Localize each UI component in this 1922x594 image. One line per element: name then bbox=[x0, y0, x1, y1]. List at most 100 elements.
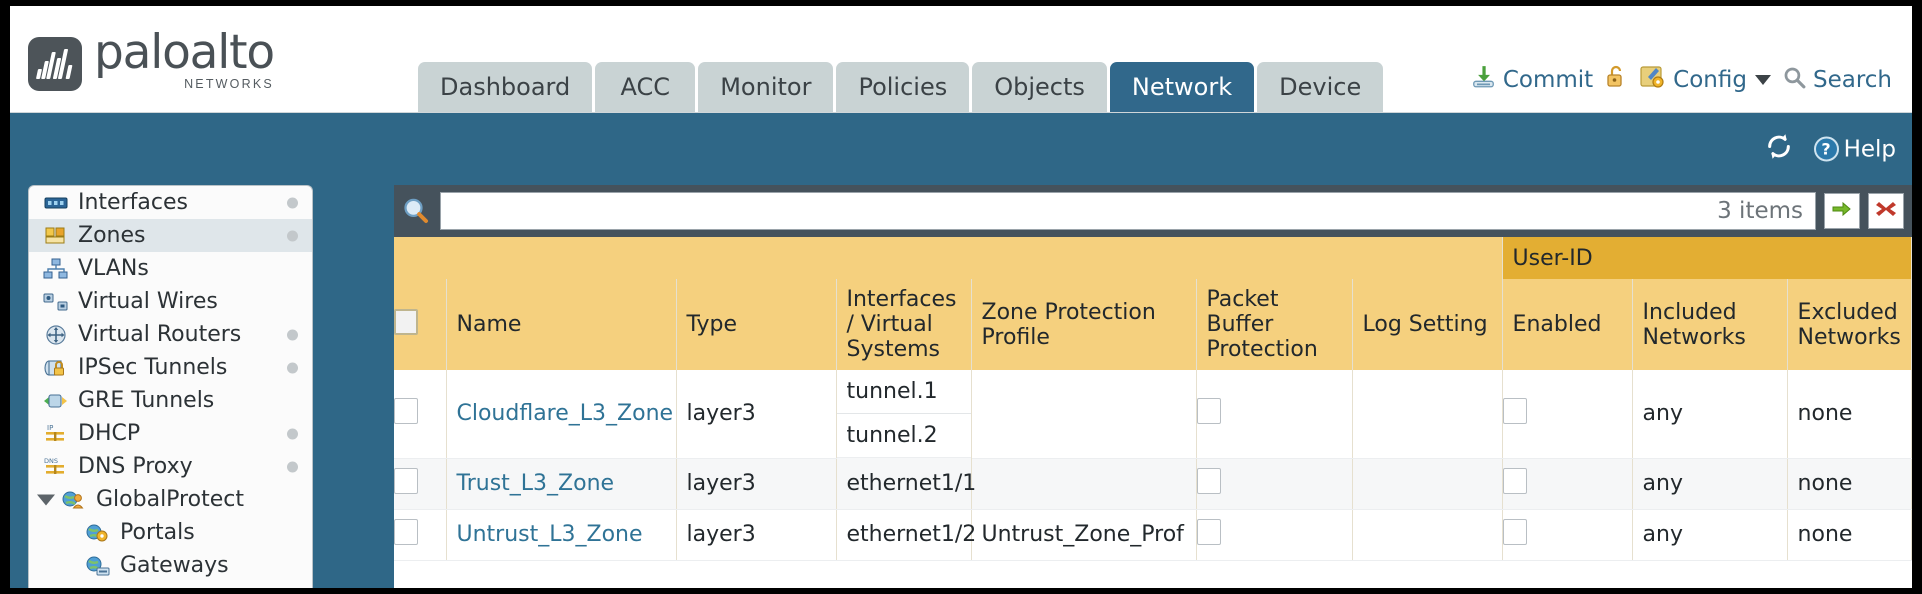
column-header-interfaces[interactable]: Interfaces / Virtual Systems bbox=[836, 279, 972, 370]
sidebar-label: IPSec Tunnels bbox=[78, 355, 228, 380]
userid-enabled-checkbox[interactable] bbox=[1502, 467, 1527, 494]
sidebar-item-globalprotect[interactable]: GlobalProtect bbox=[29, 483, 312, 516]
userid-enabled-checkbox[interactable] bbox=[1502, 518, 1527, 545]
select-all-header bbox=[394, 279, 447, 370]
tab-objects[interactable]: Objects bbox=[972, 62, 1107, 112]
interface-entry: tunnel.2 bbox=[836, 414, 971, 458]
brand-name: paloalto bbox=[94, 25, 275, 80]
row-checkbox[interactable] bbox=[394, 467, 418, 494]
column-header-type[interactable]: Type bbox=[676, 279, 837, 370]
column-header-packet-buffer[interactable]: Packet Buffer Protection bbox=[1196, 279, 1353, 370]
cell-packet-buffer bbox=[1196, 370, 1353, 459]
row-checkbox[interactable] bbox=[394, 397, 418, 424]
commit-button[interactable]: Commit bbox=[1470, 64, 1593, 96]
search-magnifier-icon[interactable] bbox=[400, 196, 432, 226]
tab-policies[interactable]: Policies bbox=[836, 62, 970, 112]
cell-name: Untrust_L3_Zone bbox=[446, 509, 677, 561]
cell-type: layer3 bbox=[676, 458, 837, 510]
userid-enabled-checkbox[interactable] bbox=[1502, 397, 1527, 424]
clear-filter-button[interactable] bbox=[1868, 193, 1904, 229]
cell-name: Cloudflare_L3_Zone bbox=[446, 370, 677, 459]
sidebar-label: DNS Proxy bbox=[78, 454, 193, 479]
cell-type: layer3 bbox=[676, 370, 837, 459]
sidebar-item-gre-tunnels[interactable]: GRE Tunnels bbox=[29, 384, 312, 417]
help-label: Help bbox=[1843, 136, 1896, 162]
palo-alto-web-interface: paloalto NETWORKS Dashboard ACC Monitor … bbox=[10, 6, 1912, 588]
sub-header-band: ? Help bbox=[10, 113, 1912, 185]
sidebar-item-ipsec-tunnels[interactable]: IPSec Tunnels bbox=[29, 351, 312, 384]
select-all-checkbox[interactable] bbox=[394, 308, 418, 335]
tab-monitor[interactable]: Monitor bbox=[698, 62, 834, 112]
cell-excluded-networks: none bbox=[1787, 509, 1912, 561]
row-select-cell bbox=[394, 458, 447, 510]
sidebar-label: Zones bbox=[78, 223, 146, 248]
packet-buffer-checkbox[interactable] bbox=[1196, 397, 1221, 424]
padlock-icon[interactable] bbox=[1604, 64, 1628, 96]
cell-excluded-networks: none bbox=[1787, 458, 1912, 510]
cell-userid-enabled bbox=[1502, 458, 1633, 510]
packet-buffer-checkbox[interactable] bbox=[1196, 467, 1221, 494]
column-header-zone-protection[interactable]: Zone Protection Profile bbox=[971, 279, 1197, 370]
band-actions: ? Help bbox=[1764, 133, 1896, 166]
chevron-down-icon[interactable] bbox=[1754, 75, 1771, 85]
column-header-excluded-networks[interactable]: Excluded Networks bbox=[1787, 279, 1912, 370]
sidebar-item-zones[interactable]: Zones bbox=[29, 219, 312, 252]
search-magnifier-icon bbox=[1782, 65, 1807, 96]
cell-type: layer3 bbox=[676, 509, 837, 561]
sidebar-item-interfaces[interactable]: Interfaces bbox=[29, 186, 312, 219]
column-header-log-setting[interactable]: Log Setting bbox=[1352, 279, 1503, 370]
body-area: Interfaces Zones bbox=[10, 185, 1912, 588]
packet-buffer-checkbox[interactable] bbox=[1196, 518, 1221, 545]
table-header-row: Name Type Interfaces / Virtual Systems Z… bbox=[394, 279, 1912, 370]
tab-acc[interactable]: ACC bbox=[595, 62, 696, 112]
column-header-name[interactable]: Name bbox=[446, 279, 677, 370]
chevron-down-icon[interactable] bbox=[37, 494, 55, 505]
tab-network[interactable]: Network bbox=[1109, 62, 1255, 112]
apply-filter-button[interactable] bbox=[1824, 193, 1860, 229]
virtual-routers-icon bbox=[43, 324, 69, 346]
sidebar-item-vlans[interactable]: VLANs bbox=[29, 252, 312, 285]
config-menu-button[interactable]: Config bbox=[1639, 64, 1771, 96]
sidebar-item-portals[interactable]: Portals bbox=[29, 516, 312, 549]
sidebar-item-virtual-routers[interactable]: Virtual Routers bbox=[29, 318, 312, 351]
zone-link[interactable]: Cloudflare_L3_Zone bbox=[456, 401, 674, 427]
cell-included-networks: any bbox=[1632, 458, 1788, 510]
help-button[interactable]: ? Help bbox=[1813, 136, 1896, 162]
sidebar-label: Virtual Wires bbox=[78, 289, 218, 314]
cell-packet-buffer bbox=[1196, 509, 1353, 561]
refresh-icon[interactable] bbox=[1764, 133, 1794, 166]
column-header-included-networks[interactable]: Included Networks bbox=[1632, 279, 1788, 370]
sidebar-item-dhcp[interactable]: IP DHCP bbox=[29, 417, 312, 450]
cell-zone-protection bbox=[971, 370, 1197, 459]
table-row[interactable]: Untrust_L3_Zone layer3 ethernet1/2 Untru… bbox=[394, 509, 1912, 561]
sidebar-item-dns-proxy[interactable]: DNS DNS Proxy bbox=[29, 450, 312, 483]
zone-link[interactable]: Untrust_L3_Zone bbox=[456, 522, 643, 547]
gateways-icon bbox=[85, 555, 111, 577]
commit-download-icon bbox=[1470, 64, 1497, 96]
cell-interfaces: ethernet1/1 bbox=[836, 458, 976, 510]
sidebar-item-virtual-wires[interactable]: Virtual Wires bbox=[29, 285, 312, 318]
cell-zone-protection: Untrust_Zone_Prof bbox=[971, 509, 1197, 561]
zone-link[interactable]: Trust_L3_Zone bbox=[456, 471, 615, 496]
table-row[interactable]: Trust_L3_Zone layer3 ethernet1/1 bbox=[394, 458, 1912, 510]
cell-zone-protection bbox=[971, 458, 1197, 510]
sidebar-label: GlobalProtect bbox=[96, 487, 244, 512]
tab-device[interactable]: Device bbox=[1257, 62, 1384, 112]
column-header-enabled[interactable]: Enabled bbox=[1502, 279, 1633, 370]
paloalto-logo-icon bbox=[28, 37, 82, 91]
search-button[interactable]: Search bbox=[1782, 65, 1892, 96]
svg-text:DNS: DNS bbox=[44, 457, 58, 465]
table-row[interactable]: Cloudflare_L3_Zone layer3 tunnel.1 tunne… bbox=[394, 370, 1912, 459]
config-label: Config bbox=[1673, 67, 1747, 93]
status-dot bbox=[287, 230, 298, 241]
search-input[interactable]: 3 items bbox=[440, 192, 1816, 230]
tab-dashboard[interactable]: Dashboard bbox=[418, 62, 593, 112]
row-select-cell bbox=[394, 370, 447, 459]
status-dot bbox=[287, 461, 298, 472]
sidebar-item-gateways[interactable]: Gateways bbox=[29, 549, 312, 582]
group-header-user-id: User-ID bbox=[1502, 237, 1912, 279]
row-checkbox[interactable] bbox=[394, 518, 418, 545]
cell-interfaces: tunnel.1 tunnel.2 bbox=[836, 370, 972, 458]
cell-name: Trust_L3_Zone bbox=[446, 458, 677, 510]
dns-proxy-icon: DNS bbox=[43, 456, 69, 478]
